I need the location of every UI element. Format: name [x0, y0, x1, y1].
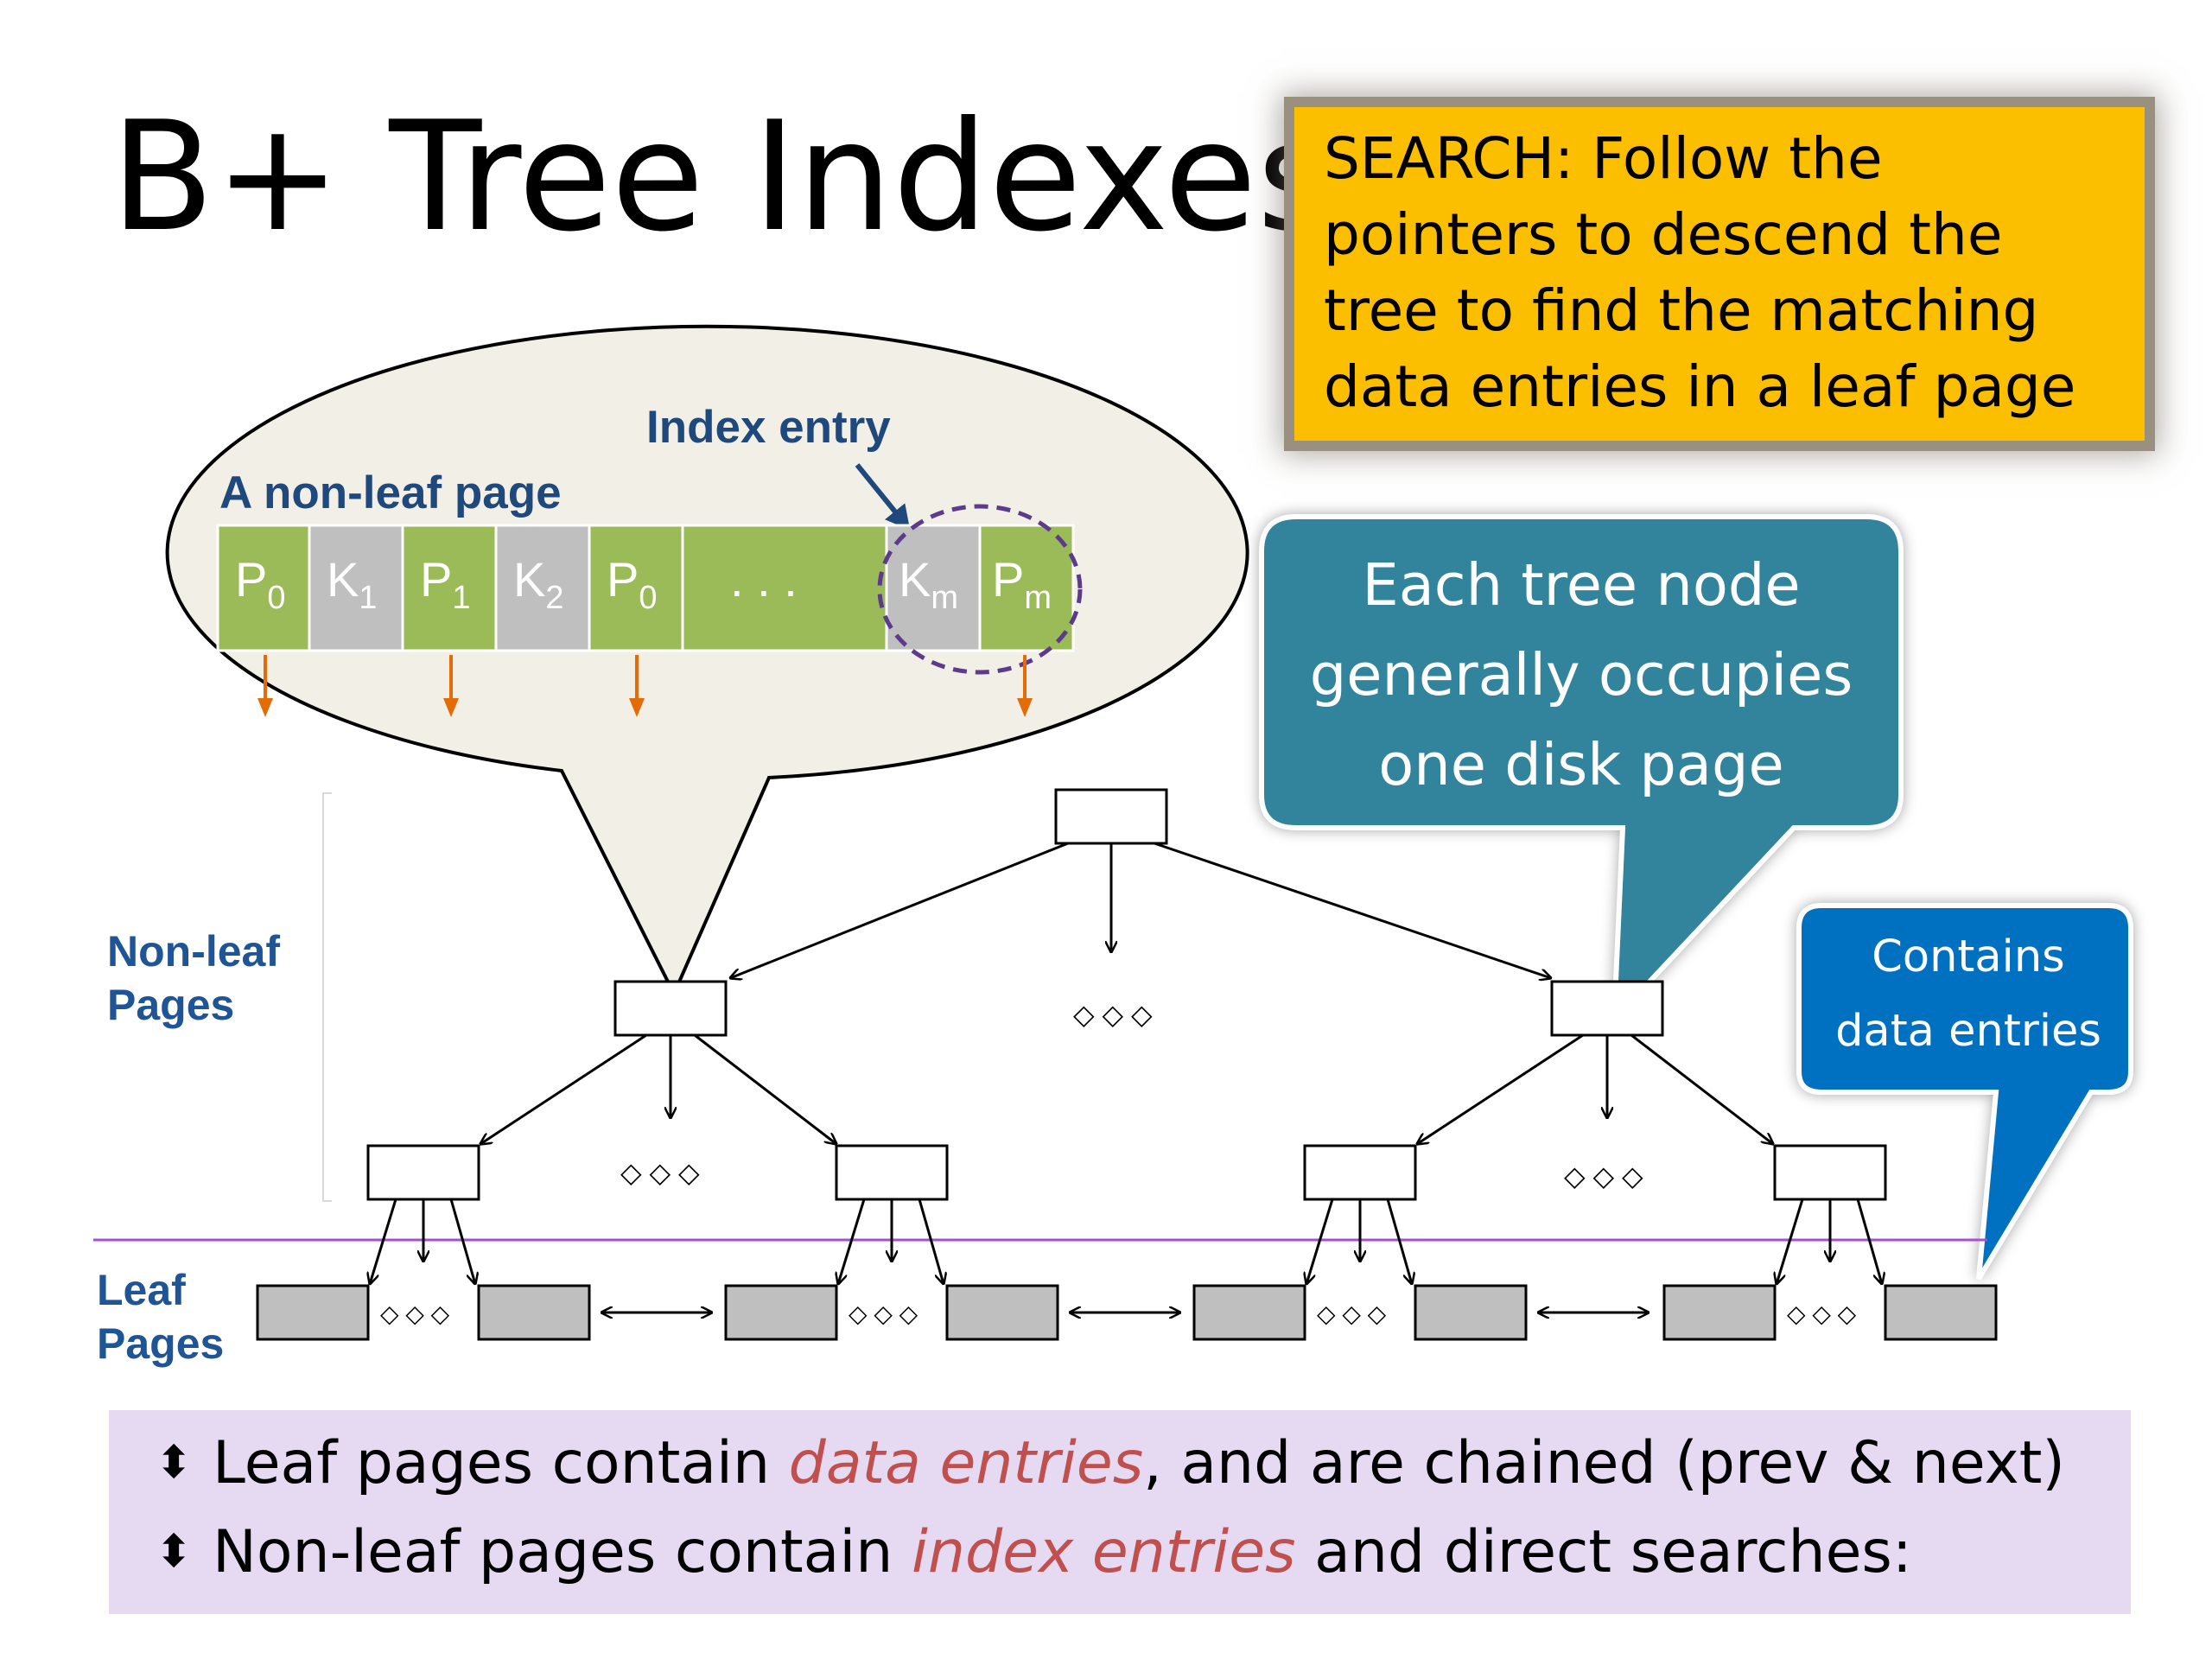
cell-label-p1: P1 — [420, 552, 471, 616]
search-note-box — [1294, 107, 2145, 441]
non-leaf-bracket — [322, 792, 332, 1202]
level3-node — [1303, 1144, 1417, 1201]
bullet-non-leaf-pages: ⬍Non-leaf pages contain index entries an… — [135, 1518, 1912, 1586]
pointer-arrowhead — [629, 698, 645, 717]
tree-ellipsis: ◇ ◇ ◇ — [620, 1157, 700, 1188]
index-entry-label: Index entry — [646, 402, 891, 453]
tree-edge — [1154, 842, 1551, 978]
leaf-callout-text: Contains data entries — [1835, 931, 2101, 1057]
leaf-page — [945, 1284, 1059, 1341]
index-entry-circle — [877, 504, 1083, 675]
tree-edge — [694, 1033, 836, 1144]
search-note-text: SEARCH: Follow the pointers to descend t… — [1324, 125, 2076, 420]
svg-text:◇ ◇ ◇: ◇ ◇ ◇ — [380, 1300, 450, 1327]
cell-label-km: Km — [899, 552, 958, 616]
leaf-page — [1414, 1284, 1528, 1341]
cell-label-pm: Pm — [992, 552, 1052, 616]
page-cell-pm — [978, 524, 1075, 652]
leaf-page — [1192, 1284, 1306, 1341]
page-cell-k2 — [494, 524, 591, 652]
cell-label-p0: P0 — [235, 552, 286, 616]
leaf-pages-label: Leaf Pages — [97, 1266, 225, 1368]
non-leaf-pages-label: Non-leaf Pages — [107, 927, 280, 1029]
leaf-page — [477, 1284, 591, 1341]
tree-edge — [730, 842, 1069, 978]
cell-label-p0-b: P0 — [607, 552, 658, 616]
up-down-arrow-icon: ⬍ — [155, 1437, 193, 1489]
pointer-arrowhead — [443, 698, 459, 717]
node-callout-shape — [1259, 514, 1904, 1027]
tree-ellipsis: ◇ ◇ ◇ — [1073, 999, 1153, 1030]
index-entry-arrow — [855, 463, 912, 531]
slide-title: B+ Tree Indexes — [111, 90, 1336, 265]
level3-node — [835, 1144, 949, 1201]
node-callout-text: Each tree node generally occupies one di… — [1309, 551, 1853, 798]
root-node — [1054, 788, 1168, 845]
svg-text:◇ ◇ ◇: ◇ ◇ ◇ — [1787, 1300, 1857, 1327]
leaf-page — [1884, 1284, 1998, 1341]
svg-text:◇ ◇ ◇: ◇ ◇ ◇ — [849, 1300, 918, 1327]
pointer-arrowhead — [257, 698, 273, 717]
leaf-page — [724, 1284, 838, 1341]
page-cell-km — [885, 524, 982, 652]
cell-ellipsis: . . . — [730, 552, 798, 607]
cell-label-k1: K1 — [327, 552, 378, 616]
leaf-page — [256, 1284, 370, 1341]
page-cell-p1 — [401, 524, 498, 652]
tree-edge — [1417, 1033, 1584, 1144]
level2-node-left — [613, 980, 728, 1037]
leaf-page — [1662, 1284, 1777, 1341]
non-leaf-page-cells: P0 K1 P1 K2 P0 . . . Km Pm — [216, 524, 1075, 652]
tree-ellipsis: ◇ ◇ ◇ — [1564, 1160, 1643, 1192]
tree-edge — [480, 1033, 647, 1144]
bullet-leaf-pages: ⬍Leaf pages contain data entries, and ar… — [135, 1429, 2065, 1497]
leaf-pages — [256, 1284, 1998, 1341]
up-down-arrow-icon: ⬍ — [155, 1526, 193, 1578]
leaf-edges — [370, 1198, 1882, 1284]
level3-node — [366, 1144, 480, 1201]
page-cell-p0-b — [588, 524, 684, 652]
level2-node-right — [1550, 980, 1664, 1037]
summary-bullets: ⬍Leaf pages contain data entries, and ar… — [109, 1410, 2131, 1614]
leaf-callout-shape — [1796, 903, 2133, 1281]
cell-label-k2: K2 — [513, 552, 564, 616]
level3-node — [1773, 1144, 1887, 1201]
non-leaf-page-label: A non-leaf page — [219, 467, 562, 518]
pointer-arrows — [257, 655, 1033, 717]
pointer-arrowhead — [1017, 698, 1033, 717]
tree-edge — [1630, 1033, 1773, 1144]
page-cell-ellipsis — [681, 524, 888, 652]
svg-text:◇ ◇ ◇: ◇ ◇ ◇ — [1317, 1300, 1387, 1327]
leaf-ellipses: ◇ ◇ ◇ ◇ ◇ ◇ ◇ ◇ ◇ ◇ ◇ ◇ — [380, 1300, 1857, 1327]
page-detail-bubble — [165, 324, 1249, 998]
